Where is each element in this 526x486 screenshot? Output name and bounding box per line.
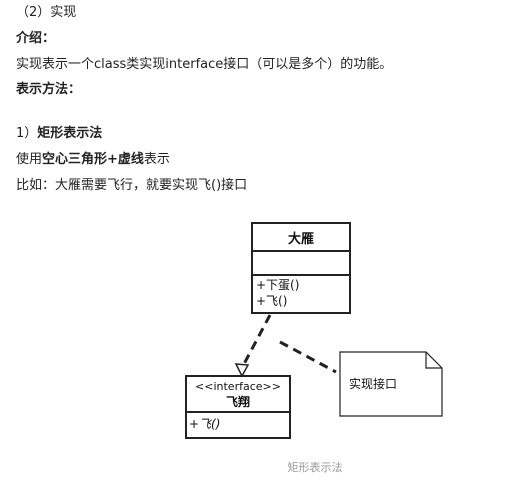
interface-box-name: 飞翔 <box>226 394 250 409</box>
usage-prefix: 使用 <box>16 152 43 167</box>
note-box-text: 实现接口 <box>349 376 397 391</box>
figure-caption: 矩形表示法 <box>287 461 343 474</box>
interface-box: <<interface>> 飞翔 +飞() <box>185 375 291 439</box>
note-dashed-connector <box>279 340 337 374</box>
intro-text: 实现表示一个class类实现interface接口（可以是多个）的功能。 <box>16 57 393 72</box>
note-box-fold <box>425 352 442 369</box>
method-item-heading: 1）矩形表示法 <box>16 125 102 143</box>
class-box-method-1: +下蛋() <box>256 278 299 292</box>
usage-line: 使用空心三角形+虚线表示 <box>16 151 170 169</box>
note-box: 实现接口 <box>339 351 443 417</box>
method-item-title: 矩形表示法 <box>37 126 103 141</box>
note-box-outline <box>339 351 443 417</box>
diagram-canvas: 大雁 +下蛋() +飞() <<interface>> 飞翔 +飞() 实现接口 <box>185 222 443 439</box>
class-box: 大雁 +下蛋() +飞() <box>251 222 351 314</box>
example-text: 比如：大雁需要飞行，就要实现飞()接口 <box>16 178 248 193</box>
usage-bold-part: 空心三角形+虚线 <box>42 152 144 167</box>
method-label: 表示方法： <box>16 82 82 97</box>
interface-box-method-1: +飞() <box>189 417 220 431</box>
class-box-frame <box>251 222 351 314</box>
section-title: （2）实现 <box>16 5 77 20</box>
intro-label: 介绍： <box>16 31 56 46</box>
hollow-triangle-arrowhead <box>234 363 250 378</box>
class-box-method-2: +飞() <box>256 294 287 308</box>
method-item-number: 1） <box>16 126 38 141</box>
interface-box-frame <box>185 375 291 439</box>
uml-realization-diagram: 大雁 +下蛋() +飞() <<interface>> 飞翔 +飞() 实现接口 <box>176 212 456 448</box>
class-box-name: 大雁 <box>288 231 314 247</box>
interface-box-stereotype: <<interface>> <box>195 380 281 393</box>
usage-suffix: 表示 <box>143 152 170 167</box>
realization-dashed-line <box>242 314 272 365</box>
